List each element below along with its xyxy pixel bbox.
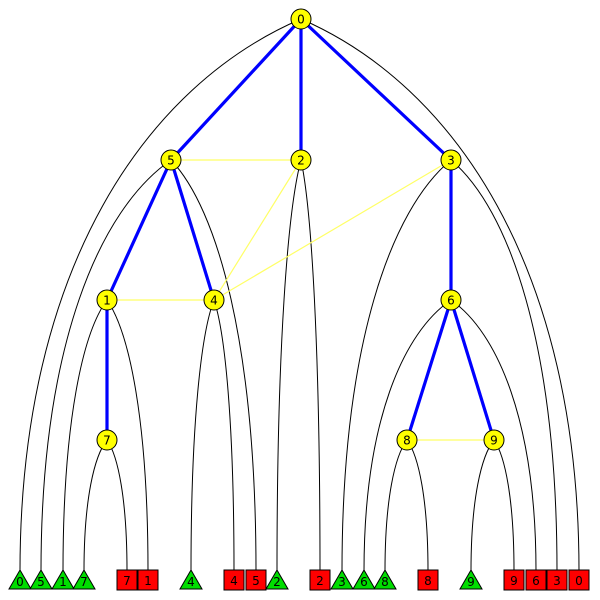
leaf-label: 0 bbox=[16, 575, 24, 589]
leaf-edge bbox=[276, 159, 302, 572]
leaf-edge bbox=[341, 159, 452, 572]
leaf-edge bbox=[190, 299, 215, 572]
tree-edge bbox=[105, 159, 173, 301]
node-label: 7 bbox=[103, 434, 111, 448]
node-label: 9 bbox=[490, 434, 498, 448]
leaf-edge bbox=[363, 299, 452, 572]
tree-node: 7 bbox=[96, 429, 118, 451]
leaf-label: 4 bbox=[187, 575, 195, 589]
green-leaf-triangle: 6 bbox=[352, 569, 376, 590]
node-label: 4 bbox=[210, 294, 218, 308]
leaf-edge bbox=[406, 439, 429, 572]
leaf-label: 1 bbox=[59, 575, 67, 589]
red-leaf-square: 3 bbox=[546, 569, 568, 591]
node-label: 5 bbox=[167, 154, 175, 168]
leaf-label: 6 bbox=[360, 575, 368, 589]
leaf-edge bbox=[106, 439, 128, 572]
red-leaf-square: 5 bbox=[245, 569, 267, 591]
tree-nodes: 0 5 2 3 1 4 6 7 8 9 bbox=[96, 8, 505, 451]
leaf-edge bbox=[450, 159, 558, 572]
green-leaf-triangle: 5 bbox=[29, 569, 53, 590]
red-leaf-square: 7 bbox=[116, 569, 138, 591]
leaf-edge bbox=[106, 299, 149, 572]
red-leaf-square: 1 bbox=[137, 569, 159, 591]
node-label: 8 bbox=[403, 434, 411, 448]
leaf-label: 4 bbox=[230, 574, 238, 588]
red-leaf-square: 8 bbox=[417, 569, 439, 591]
leaf-label: 1 bbox=[144, 574, 152, 588]
leaf-label: 7 bbox=[80, 575, 88, 589]
leaf-edge bbox=[300, 18, 580, 572]
leaf-edges bbox=[19, 18, 580, 572]
leaf-label: 3 bbox=[553, 574, 561, 588]
red-leaf-square: 4 bbox=[223, 569, 245, 591]
tree-node: 4 bbox=[203, 289, 225, 311]
red-leaf-square: 2 bbox=[309, 569, 331, 591]
leaf-edge bbox=[384, 439, 408, 572]
leaf-edge bbox=[213, 299, 235, 572]
tree-edges bbox=[105, 17, 496, 441]
tree-edge bbox=[449, 299, 496, 441]
leaf-label: 5 bbox=[252, 574, 260, 588]
tree-node: 2 bbox=[290, 149, 312, 171]
green-leaf-triangle: 2 bbox=[265, 569, 289, 590]
red-leaf-square: 6 bbox=[525, 569, 547, 591]
cross-edge bbox=[213, 159, 452, 301]
red-leaf-square: 9 bbox=[503, 569, 525, 591]
tree-edge bbox=[169, 17, 303, 162]
tree-edge bbox=[299, 17, 453, 162]
leaf-edge bbox=[40, 159, 172, 572]
leaf-edge bbox=[19, 18, 302, 572]
node-label: 1 bbox=[103, 294, 111, 308]
node-label: 0 bbox=[297, 13, 305, 27]
leaf-label: 3 bbox=[338, 575, 346, 589]
tree-node: 5 bbox=[160, 149, 182, 171]
leaf-label: 6 bbox=[532, 574, 540, 588]
red-leaf-square: 0 bbox=[568, 569, 590, 591]
tree-node: 1 bbox=[96, 289, 118, 311]
leaf-label: 2 bbox=[316, 574, 324, 588]
tree-node: 3 bbox=[440, 149, 462, 171]
node-label: 3 bbox=[447, 154, 455, 168]
green-leaf-triangle: 1 bbox=[51, 569, 75, 590]
leaf-label: 8 bbox=[424, 574, 432, 588]
leaf-edge bbox=[493, 439, 515, 572]
green-leaf-triangle: 7 bbox=[72, 569, 96, 590]
leaf-edge bbox=[170, 159, 257, 572]
leaf-label: 9 bbox=[467, 575, 475, 589]
cross-edge bbox=[213, 159, 302, 301]
leaf-label: 2 bbox=[273, 575, 281, 589]
tree-node: 9 bbox=[483, 429, 505, 451]
leaf-label: 8 bbox=[381, 575, 389, 589]
green-leaf-triangle: 3 bbox=[330, 569, 354, 590]
node-label: 2 bbox=[297, 154, 305, 168]
leaf-edge bbox=[470, 439, 495, 572]
cross-edges bbox=[107, 159, 494, 441]
green-leaf-triangle: 8 bbox=[373, 569, 397, 590]
leaf-edge bbox=[83, 439, 108, 572]
leaf-edge bbox=[62, 299, 108, 572]
green-leaf-triangle: 4 bbox=[179, 569, 203, 590]
green-leaf-triangle: 9 bbox=[459, 569, 483, 590]
leaf-edge bbox=[300, 159, 321, 572]
tree-edge bbox=[405, 299, 453, 441]
leaf-edge bbox=[450, 299, 537, 572]
leaf-label: 9 bbox=[510, 574, 518, 588]
tree-node: 6 bbox=[440, 289, 462, 311]
leaf-label: 0 bbox=[575, 574, 583, 588]
leaf-label: 5 bbox=[37, 575, 45, 589]
node-label: 6 bbox=[447, 294, 455, 308]
tree-edge bbox=[169, 159, 216, 301]
tree-node: 0 bbox=[290, 8, 312, 30]
tree-node: 8 bbox=[396, 429, 418, 451]
leaf-label: 7 bbox=[123, 574, 131, 588]
green-leaf-triangle: 0 bbox=[8, 569, 32, 590]
